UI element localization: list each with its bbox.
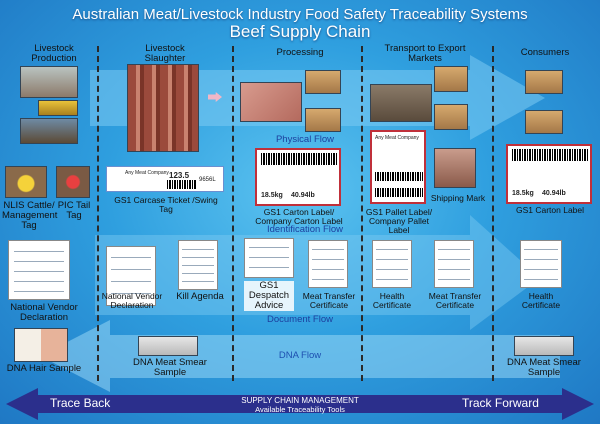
carton-photo	[434, 104, 468, 130]
arrow-right-icon	[208, 92, 222, 102]
health-certificate-document	[372, 240, 412, 288]
despatch-advice-caption: GS1 Despatch Advice	[244, 281, 294, 311]
carton-photo	[305, 70, 341, 94]
nlis-ear-tag-photo	[5, 166, 47, 198]
carton-weight: 18.5kg	[261, 192, 283, 199]
barcode	[375, 188, 423, 197]
carton-label: 18.5kg 40.94lb	[255, 148, 341, 206]
physical-flow-label: Physical Flow	[275, 134, 335, 145]
dna-flow-label: DNA Flow	[278, 350, 322, 361]
feedlot-photo	[20, 118, 78, 144]
carton-weight-lb: 40.94lb	[291, 192, 315, 199]
shipping-mark-photo	[434, 148, 476, 188]
carton-photo	[525, 70, 563, 94]
ticket-code: 9656L	[199, 177, 216, 183]
column-divider	[97, 46, 99, 381]
dna-hair-sample-photo	[14, 328, 68, 362]
identification-flow-label: Identification Flow	[266, 224, 344, 235]
pic-tag-caption: PIC Tail Tag	[57, 200, 91, 221]
column-divider	[361, 46, 363, 381]
shipping-mark-caption: Shipping Mark	[430, 193, 486, 203]
health-certificate-consumer-caption: Health Certificate	[521, 291, 561, 310]
trace-back-label: Trace Back	[50, 396, 111, 410]
carcase-ticket: Any Meat Company 123.5 9656L	[106, 166, 224, 192]
carton-label-caption: GS1 Carton Label/ Company Carton Label	[255, 207, 343, 226]
ticket-weight: 123.5	[169, 171, 190, 180]
document-flow-label: Document Flow	[267, 314, 333, 325]
pallet-label-caption: GS1 Pallet Label/ Company Pallet Label	[365, 207, 433, 235]
meat-transfer-processing-caption: Meat Transfer Certificate	[302, 291, 356, 310]
pallet-company: Any Meat Company	[375, 135, 419, 141]
ticket-company: Any Meat Company	[125, 170, 169, 176]
carcase-hanging-photo	[127, 64, 199, 152]
barcode	[167, 180, 197, 189]
dna-hair-sample-caption: DNA Hair Sample	[6, 363, 82, 374]
consumer-carton-weight-lb: 40.94lb	[542, 190, 566, 197]
consumer-carton-label: 18.5kg 40.94lb	[506, 144, 592, 204]
carton-photo	[434, 66, 468, 92]
consumer-carton-label-caption: GS1 Carton Label	[515, 205, 585, 215]
column-header-production: Livestock Production	[31, 43, 77, 65]
diagram-subtitle: Beef Supply Chain	[229, 22, 371, 41]
dna-smear-consumer-caption: DNA Meat Smear Sample	[507, 357, 581, 378]
dna-smear-kit-photo	[138, 336, 198, 356]
nvd-document	[106, 246, 156, 306]
supply-chain-double-arrow	[6, 388, 594, 420]
diagram-title: Australian Meat/Livestock Industry Food …	[72, 6, 528, 23]
container-loading-photo	[370, 84, 432, 122]
barcode	[512, 149, 588, 161]
nlis-tag-caption: NLIS Cattle/ Management Tag	[2, 200, 58, 231]
dna-smear-slaughter-caption: DNA Meat Smear Sample	[133, 357, 207, 378]
pallet-label: Any Meat Company	[370, 130, 426, 204]
health-certificate-transport-caption: Health Certificate	[372, 291, 412, 310]
kill-agenda-document	[178, 240, 218, 290]
column-header-consumers: Consumers	[520, 47, 570, 58]
nvd-production-caption: National Vendor Declaration	[10, 302, 78, 323]
column-header-slaughter: Livestock Slaughter	[144, 43, 186, 65]
carton-photo	[305, 108, 341, 132]
despatch-advice-document	[244, 238, 294, 278]
kill-agenda-caption: Kill Agenda	[176, 291, 224, 302]
column-header-transport: Transport to Export Markets	[384, 43, 466, 65]
nvd-document	[8, 240, 70, 300]
consumer-carton-weight: 18.5kg	[512, 190, 534, 197]
column-divider	[492, 46, 494, 381]
meat-transfer-document	[308, 240, 348, 288]
track-forward-label: Track Forward	[462, 396, 539, 410]
meat-transfer-transport-caption: Meat Transfer Certificate	[428, 291, 482, 310]
supply-chain-management-title: SUPPLY CHAIN MANAGEMENT	[241, 396, 359, 405]
health-certificate-document	[520, 240, 562, 288]
pic-tail-tag-photo	[56, 166, 90, 198]
dna-smear-kit-photo	[514, 336, 574, 356]
cattle-truck-photo	[38, 100, 78, 116]
cattle-photo	[20, 66, 78, 98]
meat-processing-photo	[240, 82, 302, 122]
carton-photo	[525, 110, 563, 134]
barcode	[375, 172, 423, 181]
column-divider	[232, 46, 234, 381]
nvd-slaughter-caption: National Vendor Declaration	[101, 291, 163, 310]
column-header-processing: Processing	[276, 47, 324, 58]
meat-transfer-document	[434, 240, 474, 288]
traceability-tools-subtitle: Available Traceability Tools	[255, 405, 345, 414]
barcode	[261, 153, 337, 165]
carcase-ticket-caption: GS1 Carcase Ticket /Swing Tag	[114, 195, 218, 214]
